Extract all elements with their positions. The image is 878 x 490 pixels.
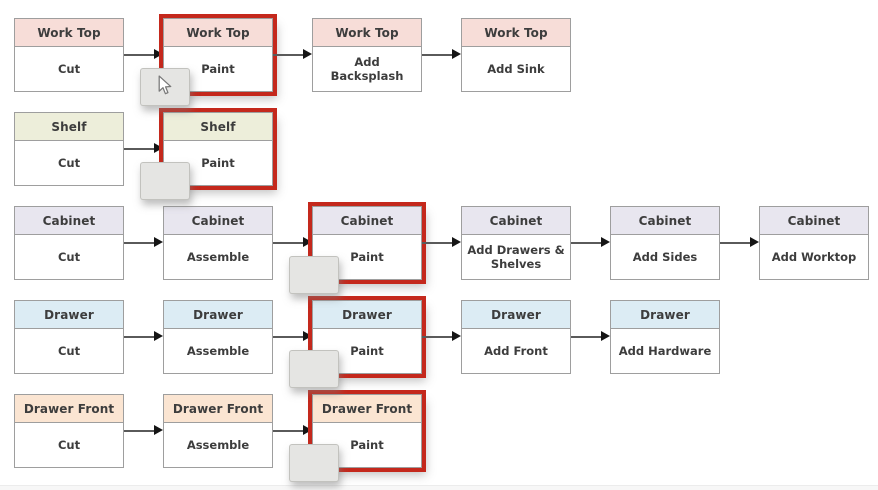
node-step-label: Paint	[350, 249, 384, 264]
node-product-label: Drawer	[462, 301, 570, 329]
drag-ghost[interactable]	[140, 162, 190, 200]
node-product-label: Cabinet	[760, 207, 868, 235]
node-step-label: Paint	[201, 61, 235, 76]
node-step-label: Add Drawers & Shelves	[467, 242, 565, 271]
node-product-label: Work Top	[15, 19, 123, 47]
node-step-label: Cut	[57, 249, 81, 264]
node-product-label: Cabinet	[15, 207, 123, 235]
flow-arrow	[273, 18, 312, 92]
flow-arrow	[124, 300, 163, 374]
node-product-label: Cabinet	[462, 207, 570, 235]
flow-arrow	[124, 394, 163, 468]
flow-arrow	[124, 18, 163, 92]
node-step-label: Add Sink	[487, 61, 545, 76]
node-step-label: Add Sides	[632, 249, 698, 264]
flow-arrow	[422, 18, 461, 92]
node-product-label: Shelf	[164, 113, 272, 141]
flow-arrow	[124, 112, 163, 186]
flow-arrow	[422, 206, 461, 280]
node-step-label: Cut	[57, 155, 81, 170]
drag-ghost[interactable]	[140, 68, 190, 106]
flow-arrow	[273, 300, 312, 374]
drag-ghost[interactable]	[289, 256, 339, 294]
drag-ghost[interactable]	[289, 444, 339, 482]
drag-ghost[interactable]	[289, 350, 339, 388]
node-product-label: Cabinet	[164, 207, 272, 235]
node-product-label: Drawer Front	[313, 395, 421, 423]
node-step-label: Paint	[201, 155, 235, 170]
node-step-label: Cut	[57, 343, 81, 358]
node-product-label: Shelf	[15, 113, 123, 141]
node-step-label: Assemble	[186, 437, 250, 452]
node-step-label: Paint	[350, 343, 384, 358]
flow-arrow	[273, 394, 312, 468]
node-step-label: Assemble	[186, 343, 250, 358]
flow-arrow	[124, 206, 163, 280]
node-product-label: Drawer Front	[15, 395, 123, 423]
flow-arrow	[571, 206, 610, 280]
mouse-cursor-icon	[158, 75, 172, 95]
node-step-label: Add Front	[484, 343, 548, 358]
flow-arrow	[571, 300, 610, 374]
node-step-label: Paint	[350, 437, 384, 452]
node-step-label: Cut	[57, 61, 81, 76]
node-product-label: Cabinet	[611, 207, 719, 235]
node-product-label: Drawer	[611, 301, 719, 329]
node-product-label: Work Top	[164, 19, 272, 47]
node-step-label: Assemble	[186, 249, 250, 264]
node-product-label: Drawer Front	[164, 395, 272, 423]
node-step-label: Add Backsplash	[330, 54, 404, 83]
flow-arrow	[422, 300, 461, 374]
node-product-label: Drawer	[164, 301, 272, 329]
node-product-label: Work Top	[313, 19, 421, 47]
node-step-label: Add Hardware	[618, 343, 712, 358]
node-product-label: Cabinet	[313, 207, 421, 235]
node-product-label: Drawer	[313, 301, 421, 329]
bottom-edge-strip	[0, 485, 878, 490]
node-product-label: Work Top	[462, 19, 570, 47]
flow-arrow	[273, 206, 312, 280]
node-step-label: Cut	[57, 437, 81, 452]
flow-arrow	[720, 206, 759, 280]
node-step-label: Add Worktop	[771, 249, 857, 264]
node-product-label: Drawer	[15, 301, 123, 329]
